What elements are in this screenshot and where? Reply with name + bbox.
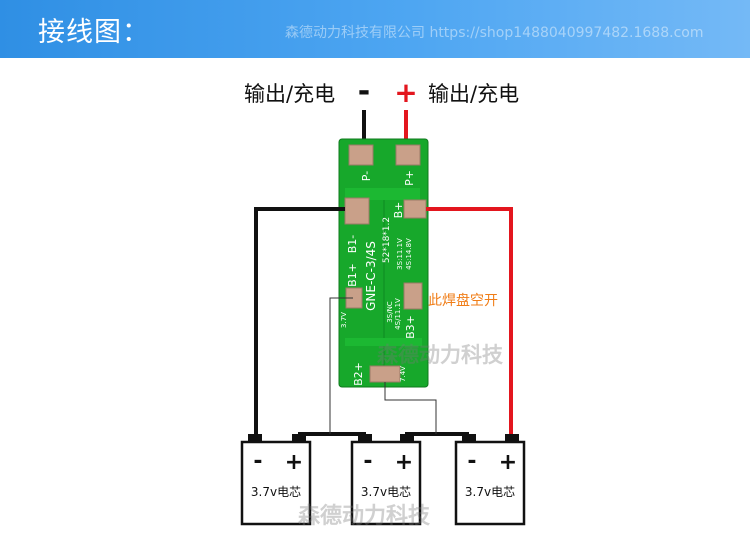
battery-2-neg: -	[363, 449, 372, 474]
battery-3-label: 3.7v电芯	[465, 485, 515, 499]
pad-label-p-plus: P+	[403, 170, 416, 186]
note-4s: 4S/11.1V	[394, 298, 402, 330]
volt-7v4: 7.4V	[399, 366, 407, 382]
pad-b-plus	[403, 199, 427, 219]
pad-p-minus	[348, 144, 374, 166]
spec-3s: 3S:11.1V	[396, 238, 404, 270]
annotation-pad-open: 此焊盘空开	[428, 292, 498, 309]
battery-2-label: 3.7v电芯	[361, 485, 411, 499]
pad-label-b1-plus: B1+	[346, 263, 359, 287]
pad-b3-plus	[403, 282, 423, 310]
battery-1-pos: +	[285, 450, 303, 475]
pad-label-b-plus: B+	[392, 202, 405, 219]
battery-cell-1: - + 3.7v电芯	[240, 434, 312, 526]
pcb-board: P- P+ B1- B+ B1+ B3+ B2+ GNE-C-3/4S 52*1…	[338, 138, 429, 388]
pad-label-b2-plus: B2+	[352, 362, 365, 386]
battery-cell-2: - + 3.7v电芯	[350, 434, 422, 526]
pad-label-p-minus: P-	[360, 171, 373, 181]
b-plus-wire	[426, 207, 513, 444]
positive-sign: +	[394, 76, 417, 109]
b-minus-wire	[254, 207, 345, 444]
board-watermark: 森德动力科技	[377, 343, 504, 367]
negative-sign: -	[358, 74, 370, 109]
bottom-watermark: 森德动力科技	[298, 503, 431, 529]
volt-3v7: 3.7V	[340, 312, 348, 328]
header-title: 接线图：	[38, 17, 150, 48]
pad-label-b-minus: B1-	[346, 235, 359, 254]
pad-label-b3-plus: B3+	[404, 315, 417, 339]
battery-3-pos: +	[499, 450, 517, 475]
battery-1-neg: -	[253, 449, 262, 474]
battery-cell-3: - + 3.7v电芯	[454, 434, 526, 526]
battery-3-neg: -	[467, 449, 476, 474]
balance-wire-b2	[384, 382, 437, 434]
board-model: GNE-C-3/4S	[364, 241, 378, 311]
spec-4s: 4S:14.8V	[405, 238, 413, 270]
pad-b-minus	[344, 197, 370, 225]
battery-2-pos: +	[395, 450, 413, 475]
note-3s-nc: 3S/NC	[386, 301, 394, 322]
header-banner: 接线图： 森德动力科技有限公司 https://shop148804099748…	[0, 0, 750, 58]
pad-b2-plus	[369, 365, 401, 383]
output-positive-label: 输出/充电	[428, 82, 519, 106]
battery-1-label: 3.7v电芯	[251, 485, 301, 499]
balance-wire-b1	[329, 297, 353, 434]
pad-p-plus	[395, 144, 421, 166]
output-negative-label: 输出/充电	[244, 82, 335, 106]
board-size: 52*18*1.2	[382, 217, 392, 263]
header-watermark: 森德动力科技有限公司 https://shop1488040997482.168…	[285, 25, 704, 41]
